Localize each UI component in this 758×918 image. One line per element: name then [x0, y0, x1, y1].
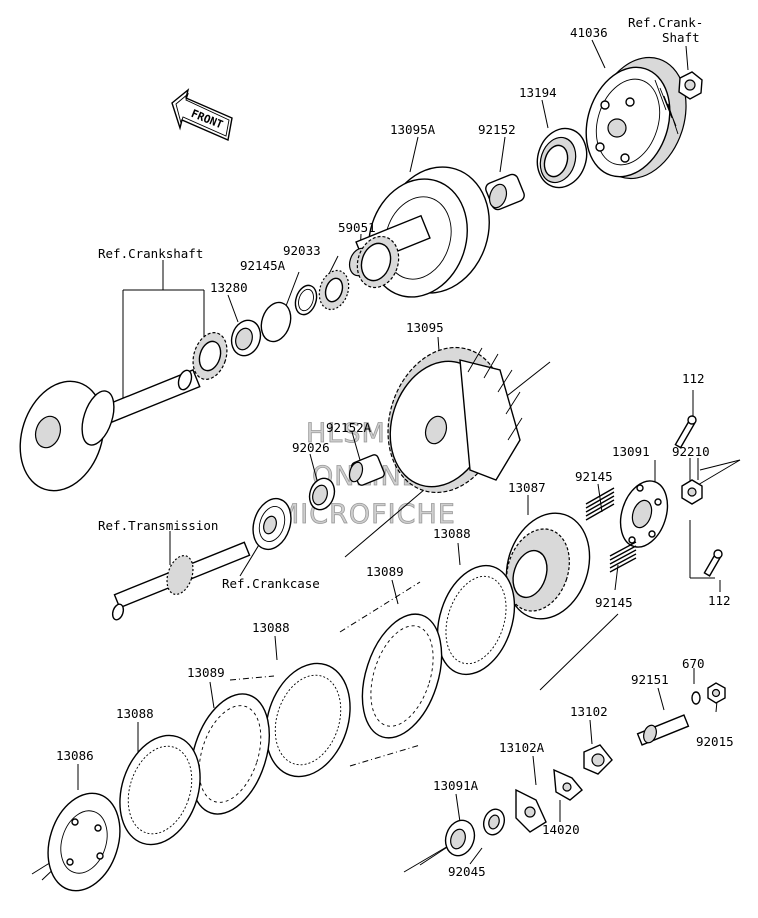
plate-13091A — [444, 819, 476, 857]
bolt-112-bottom — [703, 549, 723, 577]
bushing-92152A — [348, 454, 385, 486]
label-13088-left: 13088 — [116, 706, 154, 721]
label-ref-transmission: Ref.Transmission — [98, 518, 218, 533]
part-labels: 41036 Ref.Crank- Shaft 13194 92152 13095… — [56, 15, 734, 879]
label-92026: 92026 — [292, 440, 330, 455]
friction-plate-13088-left — [119, 734, 201, 846]
label-92145-top: 92145 — [575, 469, 613, 484]
label-92210: 92210 — [672, 444, 710, 459]
friction-plate-13088-mid — [265, 662, 351, 778]
label-ref-crankcase: Ref.Crankcase — [222, 576, 320, 591]
label-13089-mid: 13089 — [366, 564, 404, 579]
label-92145A: 92145A — [240, 258, 286, 273]
label-ref-crank-shaft-2: Shaft — [662, 30, 700, 45]
label-41036: 41036 — [570, 25, 608, 40]
adjuster-92151 — [636, 714, 690, 746]
crankshaft — [19, 369, 201, 492]
outer-clutch-41036 — [585, 56, 687, 180]
clutch-housing-13095 — [387, 346, 523, 494]
gear-59051 — [356, 235, 400, 289]
spacer-92026 — [308, 477, 336, 511]
label-92015: 92015 — [696, 734, 734, 749]
label-13280: 13280 — [210, 280, 248, 295]
label-13102: 13102 — [570, 704, 608, 719]
label-13087: 13087 — [508, 480, 546, 495]
label-13088-right: 13088 — [433, 526, 471, 541]
one-way-clutch-13194 — [536, 127, 588, 189]
label-13102A: 13102A — [499, 740, 545, 755]
bearing-crankcase — [252, 497, 292, 551]
plate-14020 — [553, 768, 583, 801]
label-13088-mid: 13088 — [252, 620, 290, 635]
steel-plate-13089-mid — [361, 613, 443, 739]
transmission-shaft — [111, 541, 251, 621]
label-112-bottom: 112 — [708, 593, 731, 608]
label-92151: 92151 — [631, 672, 669, 687]
label-14020: 14020 — [542, 822, 580, 837]
lever-13102 — [583, 744, 613, 775]
nut-92210 — [681, 479, 703, 505]
friction-plate-13088-right — [436, 564, 516, 676]
watermark-line-3: MICROFICHE — [276, 499, 456, 530]
snap-ring-92145A — [260, 301, 292, 343]
label-13089-left: 13089 — [187, 665, 225, 680]
spring-92145-top — [585, 487, 615, 521]
spring-92145-bottom — [609, 541, 637, 573]
clutch-hub-13087 — [505, 512, 591, 620]
label-670: 670 — [682, 656, 705, 671]
label-13095: 13095 — [406, 320, 444, 335]
bearing-92045 — [482, 808, 506, 836]
label-92152: 92152 — [478, 122, 516, 137]
label-92152A: 92152A — [326, 420, 372, 435]
nut-92015 — [707, 682, 726, 704]
oring-670 — [691, 691, 701, 705]
crank-gear — [192, 332, 228, 380]
label-13194: 13194 — [519, 85, 557, 100]
label-92145-bottom: 92145 — [595, 595, 633, 610]
front-arrow-icon: FRONT — [171, 88, 233, 141]
label-13091A: 13091A — [433, 778, 479, 793]
clutch-plate-13086 — [47, 792, 121, 892]
label-13091: 13091 — [612, 444, 650, 459]
label-ref-crankshaft: Ref.Crankshaft — [98, 246, 203, 261]
watermark-line-1: HLSM — [306, 418, 386, 449]
collar-13280 — [230, 319, 262, 357]
label-59051: 59051 — [338, 220, 376, 235]
label-13086: 13086 — [56, 748, 94, 763]
bushing-92152 — [485, 173, 525, 211]
pressure-plate-13091 — [619, 480, 669, 548]
steel-plate-13089-left — [190, 693, 270, 815]
label-ref-crank-shaft-1: Ref.Crank- — [628, 15, 703, 30]
label-92045: 92045 — [448, 864, 486, 879]
washer-92033 — [318, 269, 350, 311]
crank-nut — [678, 71, 703, 100]
bolt-112-top — [674, 415, 697, 449]
primary-drum-13095A — [348, 166, 490, 298]
lever-13102A — [515, 788, 547, 833]
label-112-top: 112 — [682, 371, 705, 386]
label-13095A: 13095A — [390, 122, 436, 137]
label-92033: 92033 — [283, 243, 321, 258]
circlip-ring — [294, 284, 318, 316]
